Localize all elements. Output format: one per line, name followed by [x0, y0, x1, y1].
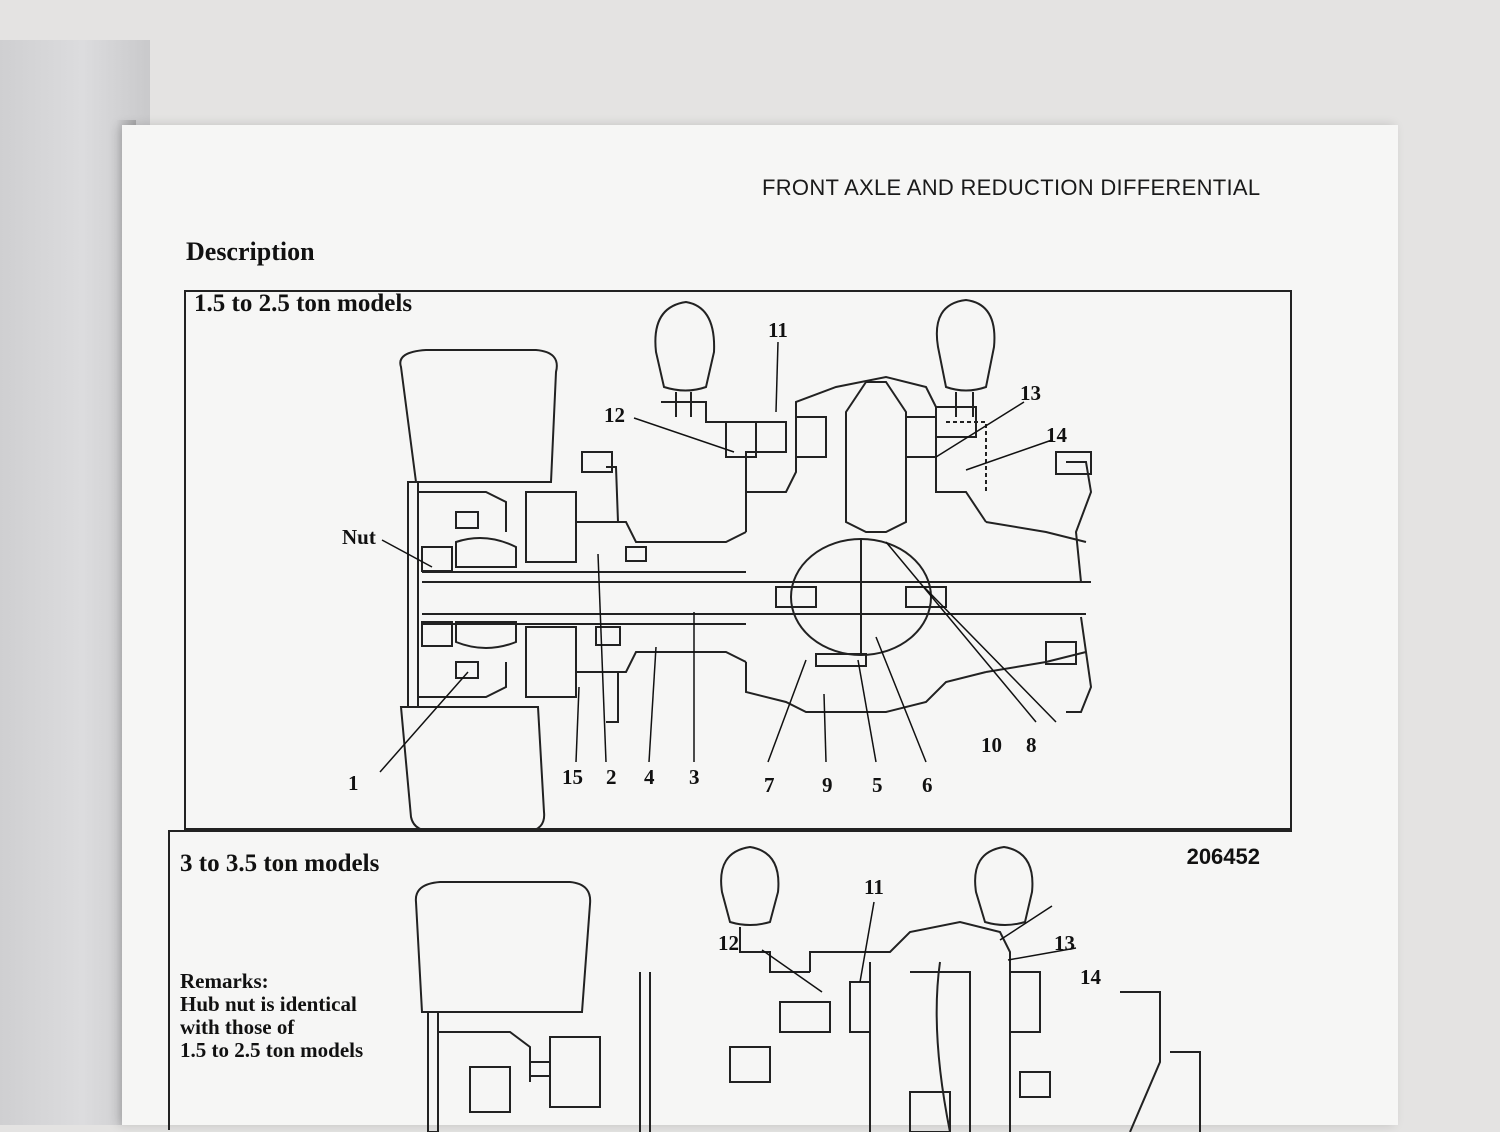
label-5: 5: [872, 773, 883, 797]
remarks-line: Hub nut is identical: [180, 992, 357, 1016]
label-12: 12: [604, 403, 625, 427]
remarks-heading: Remarks:: [180, 969, 269, 993]
diagram1-title: 1.5 to 2.5 ton models: [194, 290, 413, 317]
label-1: 1: [348, 771, 359, 795]
label-13: 13: [1020, 381, 1041, 405]
label-13-v2: 13: [1054, 931, 1075, 955]
label-11: 11: [768, 318, 788, 342]
tire-bottom: [399, 706, 546, 832]
tire-top-2: [414, 881, 592, 1013]
remarks-block: Remarks: Hub nut is identical with those…: [180, 970, 363, 1062]
label-6: 6: [922, 773, 933, 797]
diagram2-title: 3 to 3.5 ton models: [180, 850, 380, 877]
mount-bushing-right: [935, 298, 996, 392]
manual-page: FRONT AXLE AND REDUCTION DIFFERENTIAL De…: [122, 125, 1398, 1132]
wheel-rim-plate: [407, 481, 419, 708]
label-7: 7: [764, 773, 775, 797]
label-11-v2: 11: [864, 875, 884, 899]
label-3: 3: [689, 765, 700, 789]
remarks-line: 1.5 to 2.5 ton models: [180, 1038, 364, 1062]
axle-diagram-1: Nut 1 15 2 4 3 7 9 5 6 10 8 11 12 13 14: [342, 298, 1093, 832]
mount-bushing-left: [654, 300, 716, 392]
figure-code: 206452: [1186, 844, 1260, 869]
diagram-panel-1: 1.5 to 2.5 ton models: [184, 290, 1292, 869]
pinion-shaft: [845, 381, 907, 533]
remarks-line: with those of: [180, 1015, 295, 1039]
label-12-v2: 12: [718, 931, 739, 955]
label-10: 10: [981, 733, 1002, 757]
label-14-v2: 14: [1080, 965, 1102, 989]
label-15: 15: [562, 765, 583, 789]
axle-diagram-2: 11 12 13 14: [414, 845, 1201, 1132]
label-4: 4: [644, 765, 655, 789]
page-header: FRONT AXLE AND REDUCTION DIFFERENTIAL: [762, 175, 1261, 200]
diagram-panel-2: 3 to 3.5 ton models Remarks: Hub nut is …: [168, 830, 1292, 1132]
section-title: Description: [186, 237, 315, 266]
label-nut: Nut: [342, 525, 376, 549]
tire-top: [399, 349, 558, 483]
label-2: 2: [606, 765, 617, 789]
label-8: 8: [1026, 733, 1037, 757]
label-9: 9: [822, 773, 833, 797]
label-14: 14: [1046, 423, 1068, 447]
